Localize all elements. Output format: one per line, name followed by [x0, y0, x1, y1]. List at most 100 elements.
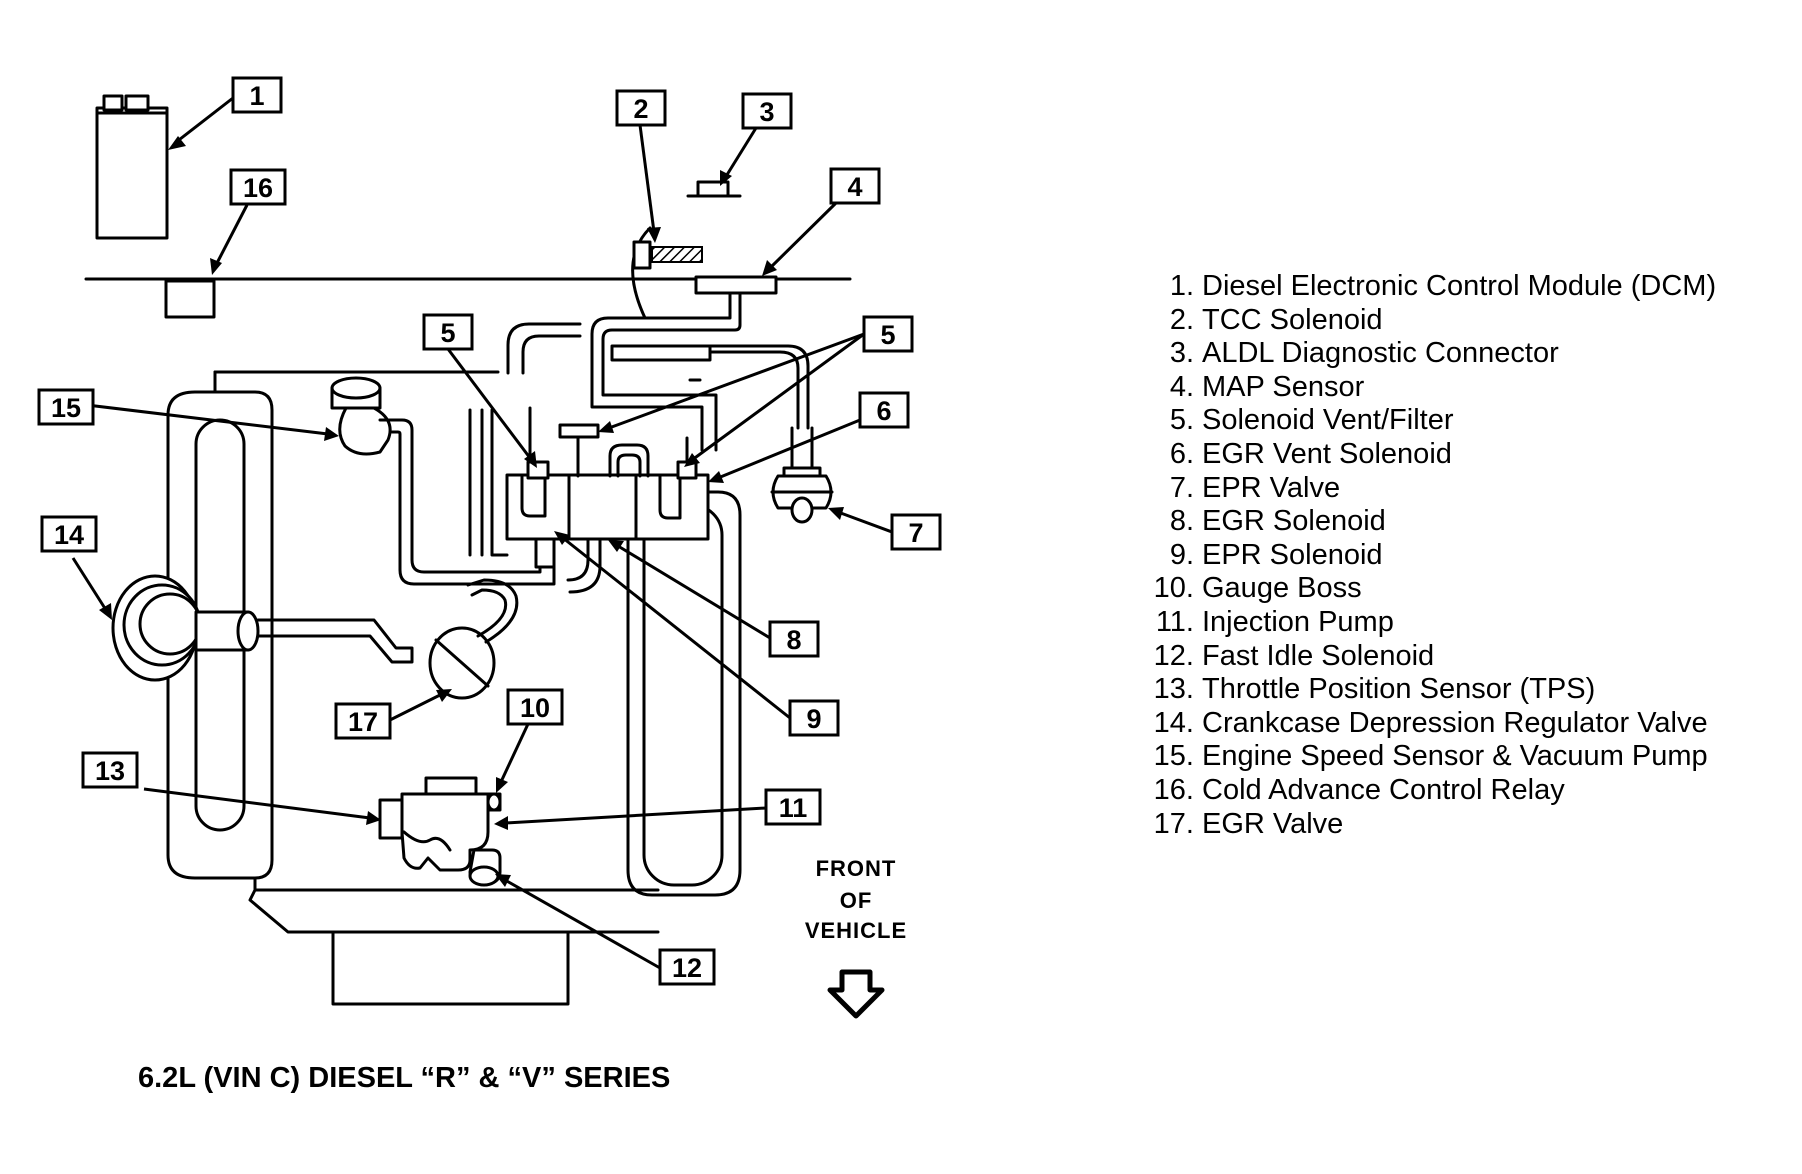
injection-pump-shape: [378, 776, 502, 887]
callout-9: 9: [788, 699, 840, 737]
legend-item: 11.Injection Pump: [1140, 606, 1716, 640]
map-sensor-shape: [590, 275, 778, 374]
legend-item: 13.Throttle Position Sensor (TPS): [1140, 673, 1716, 707]
legend-item-number: 16.: [1153, 773, 1194, 806]
legend-item-label: EPR Valve: [1202, 471, 1341, 504]
callout-1-label: 1: [249, 81, 264, 111]
legend-item: 8.EGR Solenoid: [1140, 505, 1716, 539]
callout-3: 3: [741, 92, 793, 130]
callout-13: 13: [81, 751, 139, 789]
diagram-caption: 6.2L (VIN C) DIESEL “R” & “V” SERIES: [138, 1062, 671, 1094]
legend-item-label: Cold Advance Control Relay: [1202, 773, 1565, 806]
legend-item-number: 15.: [1153, 740, 1194, 773]
front-label-line-2: OF: [840, 888, 873, 913]
legend-item: 2.TCC Solenoid: [1140, 304, 1716, 338]
callout-15: 15: [37, 388, 95, 426]
callout-8: 8: [768, 620, 820, 658]
legend-item: 10.Gauge Boss: [1140, 572, 1716, 606]
legend-item-number: 13.: [1153, 673, 1194, 706]
legend-item-label: Diesel Electronic Control Module (DCM): [1202, 270, 1717, 302]
legend-item-label: Throttle Position Sensor (TPS): [1202, 673, 1596, 706]
legend-item-label: EGR Valve: [1202, 807, 1344, 840]
callout-6: 6: [858, 391, 910, 429]
legend-item-number: 6.: [1169, 437, 1194, 470]
legend-item-number: 9.: [1169, 538, 1194, 571]
legend-item-number: 14.: [1153, 706, 1194, 739]
legend-item-number: 12.: [1153, 639, 1194, 672]
legend-item-label: Crankcase Depression Regulator Valve: [1202, 706, 1708, 739]
legend-item-label: Injection Pump: [1202, 605, 1394, 638]
callout-16: 16: [229, 168, 287, 206]
callout-5-left-label: 5: [440, 318, 455, 348]
callout-2-label: 2: [633, 94, 648, 124]
legend-item: 5.Solenoid Vent/Filter: [1140, 404, 1716, 438]
legend-item-label: EGR Vent Solenoid: [1202, 437, 1452, 470]
legend-item-number: 11.: [1155, 605, 1194, 638]
legend-item-label: Fast Idle Solenoid: [1202, 639, 1435, 672]
legend-item: 1.Diesel Electronic Control Module (DCM): [1140, 270, 1716, 304]
callout-11-label: 11: [779, 793, 808, 823]
legend-item: 14.Crankcase Depression Regulator Valve: [1140, 707, 1716, 741]
callout-12-label: 12: [672, 953, 702, 983]
callout-12: 12: [658, 948, 716, 986]
legend-item: 7.EPR Valve: [1140, 472, 1716, 506]
callout-10-label: 10: [520, 693, 550, 723]
callout-1: 1: [231, 76, 283, 114]
legend-item-label: MAP Sensor: [1202, 370, 1365, 403]
vacuum-hoses: [506, 322, 810, 452]
callout-10: 10: [506, 688, 564, 726]
egr-valve-shape: [428, 578, 519, 700]
front-label-line-3: VEHICLE: [805, 918, 907, 943]
parts-legend: 1.Diesel Electronic Control Module (DCM)…: [1140, 270, 1716, 841]
solenoid-pack-shape: [468, 406, 710, 594]
callout-17: 17: [334, 702, 392, 740]
legend-item: 17.EGR Valve: [1140, 808, 1716, 842]
leader-lines: [71, 96, 893, 970]
legend-item-label: EPR Solenoid: [1202, 538, 1383, 571]
callout-6-label: 6: [876, 396, 891, 426]
callout-14: 14: [40, 515, 98, 553]
callout-9-label: 9: [806, 704, 821, 734]
legend-item: 15.Engine Speed Sensor & Vacuum Pump: [1140, 740, 1716, 774]
legend-item-number: 2.: [1169, 303, 1194, 336]
legend-item: 9.EPR Solenoid: [1140, 539, 1716, 573]
legend-item-label: Engine Speed Sensor & Vacuum Pump: [1202, 740, 1708, 773]
legend-item-number: 10.: [1153, 572, 1194, 605]
epr-valve-shape: [770, 426, 834, 524]
legend-item-label: Solenoid Vent/Filter: [1202, 404, 1454, 437]
legend-item-number: 1.: [1169, 270, 1194, 302]
callout-7-label: 7: [908, 518, 923, 548]
legend-item: 4.MAP Sensor: [1140, 371, 1716, 405]
aldl-connector-shape: [686, 180, 742, 198]
legend-item-label: Gauge Boss: [1202, 572, 1362, 605]
callout-3-label: 3: [759, 97, 774, 127]
legend-item-label: TCC Solenoid: [1202, 303, 1383, 336]
callout-2: 2: [615, 89, 667, 127]
vacuum-pump-shape: [330, 376, 556, 586]
relay-shape: [164, 279, 216, 319]
legend-item: 6.EGR Vent Solenoid: [1140, 438, 1716, 472]
callout-11: 11: [764, 788, 822, 826]
legend-item-number: 3.: [1169, 337, 1194, 370]
tcc-solenoid-shape: [631, 226, 703, 320]
legend-item-label: ALDL Diagnostic Connector: [1202, 337, 1559, 370]
front-label-line-1: FRONT: [816, 856, 897, 881]
callout-4-label: 4: [847, 172, 862, 202]
callout-7: 7: [890, 513, 942, 551]
legend-item-number: 4.: [1169, 370, 1194, 403]
legend-item-number: 8.: [1169, 505, 1194, 538]
callout-5-right-label: 5: [880, 320, 895, 350]
legend-item-number: 17.: [1153, 807, 1194, 840]
callout-5-left: 5: [422, 313, 474, 351]
down-arrow-icon: [827, 969, 885, 1019]
callout-16-label: 16: [243, 173, 273, 203]
callout-15-label: 15: [51, 393, 81, 423]
legend-item-number: 7.: [1169, 471, 1194, 504]
legend-item-label: EGR Solenoid: [1202, 505, 1386, 538]
callout-8-label: 8: [786, 625, 801, 655]
callout-5-right: 5: [862, 315, 914, 353]
callout-13-label: 13: [95, 756, 125, 786]
legend-item: 3.ALDL Diagnostic Connector: [1140, 337, 1716, 371]
